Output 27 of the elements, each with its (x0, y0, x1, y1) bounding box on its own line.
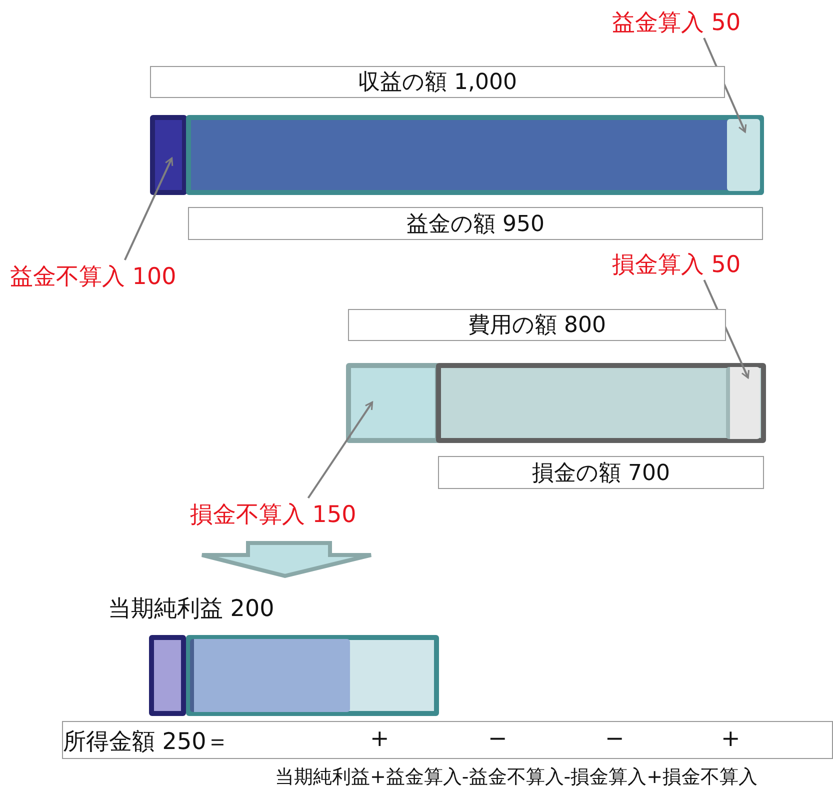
callout-text: 益金不算入 100 (10, 260, 225, 292)
net-income-label: 当期純利益 200 (108, 595, 274, 624)
bar-segment (727, 119, 760, 191)
formula-text: 所得金額 250＝ (63, 728, 230, 757)
bar-segment (436, 363, 766, 443)
callout-text: 益金算入 50 (612, 6, 782, 38)
formula-note: 当期純利益+益金算入-益金不算入-損金算入+損金不算入 (275, 765, 758, 790)
amount-label-box: 収益の額 1,000 (150, 66, 725, 98)
operator-sign: + (721, 726, 740, 752)
bar-segment (346, 363, 440, 443)
amount-label-box: 損金の額 700 (438, 456, 764, 489)
amount-label-box: 費用の額 800 (348, 309, 726, 341)
bar-segment (186, 635, 439, 716)
amount-label-box: 益金の額 950 (188, 207, 763, 240)
operator-sign: − (605, 726, 624, 752)
callout-text: 損金不算入 150 (190, 498, 405, 530)
callout-text: 損金算入 50 (612, 248, 782, 280)
bar-segment (190, 639, 350, 712)
leader-arrow (124, 157, 174, 260)
formula-box (62, 721, 833, 759)
bar-segment (726, 367, 760, 439)
bar-segment (186, 115, 764, 195)
bar-segment (149, 635, 186, 716)
operator-sign: − (488, 726, 508, 752)
operator-sign: + (370, 726, 390, 752)
bar-segment (150, 115, 187, 195)
leader-arrow (307, 401, 374, 499)
